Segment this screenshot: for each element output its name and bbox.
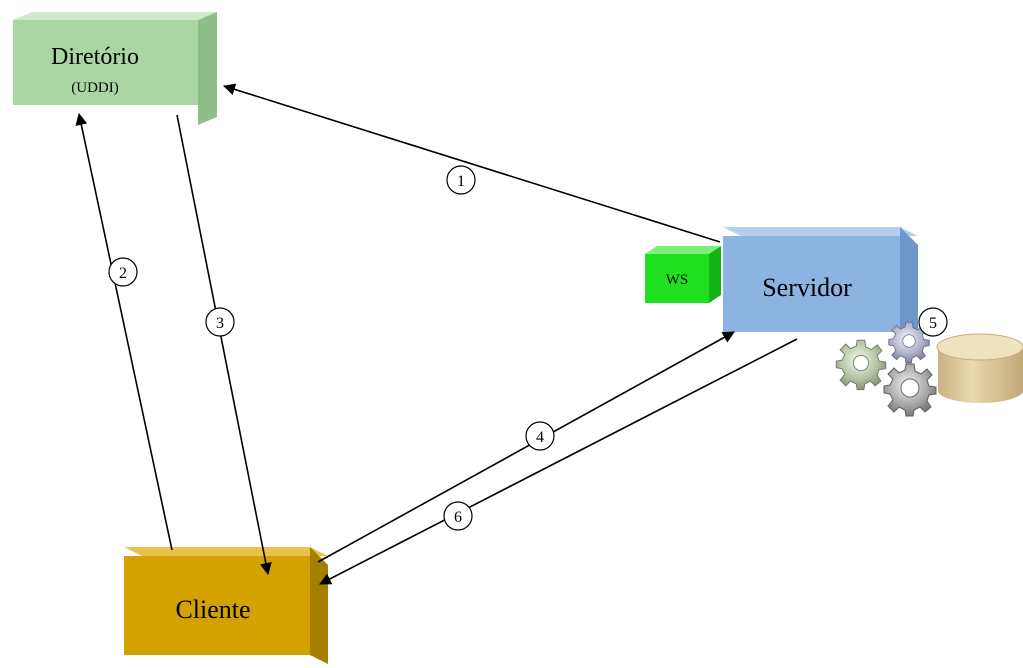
step-label: 2: [119, 265, 127, 282]
step-marker-2: 2: [108, 257, 138, 287]
arrows: [75, 83, 798, 585]
cliente-title: Cliente: [175, 595, 250, 624]
database-icon: [936, 333, 1023, 404]
arrow-2-cliente-to-diretorio: [75, 113, 173, 551]
arrow-6-servidor-to-cliente: [319, 338, 798, 585]
step-label: 3: [216, 315, 224, 332]
step-label: 4: [536, 429, 544, 446]
step-marker-1: 1: [446, 165, 476, 195]
servidor-title: Servidor: [762, 273, 852, 302]
diretorio-subtitle: (UDDI): [71, 80, 118, 96]
step-marker-4: 4: [525, 421, 555, 451]
gears-icon: [835, 321, 937, 417]
diretorio-title: Diretório: [51, 44, 139, 70]
step-marker-6: 6: [443, 501, 473, 531]
step-label: 1: [457, 173, 465, 190]
servidor-node: Servidor: [723, 227, 918, 341]
diretorio-node: Diretório (UDDI): [13, 12, 217, 125]
cliente-node: Cliente: [124, 547, 328, 664]
ws-node: WS: [645, 246, 721, 303]
arrow-4-cliente-to-servidor: [317, 331, 735, 563]
step-label: 6: [454, 509, 462, 526]
arrow-1-servidor-to-diretorio: [223, 83, 721, 243]
step-marker-3: 3: [205, 307, 235, 337]
arrow-3-diretorio-to-cliente: [176, 114, 272, 575]
step-marker-5: 5: [918, 307, 948, 337]
step-label: 5: [929, 315, 937, 332]
ws-title: WS: [666, 272, 689, 288]
